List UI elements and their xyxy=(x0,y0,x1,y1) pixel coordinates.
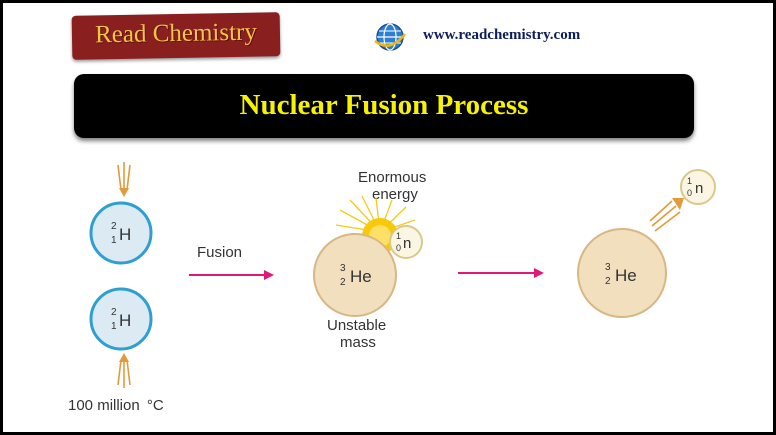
celsius-unit: °C xyxy=(147,397,164,414)
energy-label-line-2: energy xyxy=(372,186,418,203)
mass-number: 3 xyxy=(340,263,346,274)
unstable-label-line-1: Unstable xyxy=(327,317,386,334)
neutron-mid: 1 0 n xyxy=(389,225,423,259)
energy-label-line-1: Enormous xyxy=(358,169,426,186)
fusion-label: Fusion xyxy=(197,244,242,261)
incoming-arrows-bottom xyxy=(117,353,131,388)
mass-number: 2 xyxy=(111,221,117,232)
atomic-number: 0 xyxy=(396,243,401,253)
element-symbol: He xyxy=(615,266,637,285)
element-symbol: H xyxy=(119,225,131,244)
mass-number: 1 xyxy=(687,176,692,186)
mass-number: 3 xyxy=(605,262,611,273)
mass-number: 1 xyxy=(396,231,401,241)
incoming-arrows-top xyxy=(117,162,131,197)
element-symbol: H xyxy=(119,311,131,330)
atomic-number: 0 xyxy=(687,188,692,198)
neutron-emitted: 1 0 n xyxy=(680,169,716,205)
outgoing-neutron-arrows xyxy=(649,198,684,232)
mass-number: 2 xyxy=(111,307,117,318)
atomic-number: 1 xyxy=(111,321,117,332)
atomic-number: 1 xyxy=(111,235,117,246)
title-banner: Nuclear Fusion Process xyxy=(74,74,694,138)
element-symbol: n xyxy=(403,235,411,252)
globe-icon xyxy=(374,23,406,51)
element-symbol: He xyxy=(350,267,372,286)
unstable-label-line-2: mass xyxy=(340,334,376,351)
hydrogen-nucleus-top: 2 1 H xyxy=(89,201,153,265)
atomic-number: 2 xyxy=(605,276,611,287)
temperature-label: 100 million °C xyxy=(68,397,164,414)
hydrogen-nucleus-bottom: 2 1 H xyxy=(89,287,153,351)
helium-nucleus-product: 3 2 He xyxy=(577,228,667,318)
fusion-arrow xyxy=(189,270,274,280)
page-title: Nuclear Fusion Process xyxy=(239,89,529,121)
helium-nucleus-unstable: 3 2 He xyxy=(313,233,397,317)
decay-arrow xyxy=(458,268,544,278)
website-url[interactable]: www.readchemistry.com xyxy=(423,27,581,43)
atomic-number: 2 xyxy=(340,277,346,288)
element-symbol: n xyxy=(695,180,703,197)
